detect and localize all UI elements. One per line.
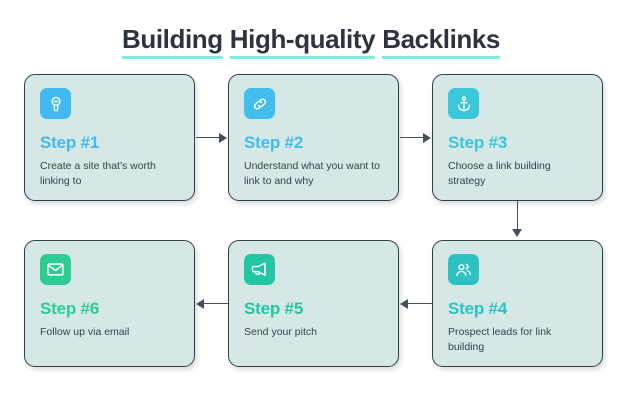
- step-card-4[interactable]: Step #4 Prospect leads for link building: [432, 240, 603, 367]
- title-word-2: High-quality: [229, 24, 376, 59]
- connector-1-to-2: [196, 137, 220, 139]
- connector-2-to-3: [400, 137, 424, 139]
- link-chain-icon: [251, 95, 269, 113]
- step-1-label: Step #1: [40, 133, 100, 152]
- step-card-5[interactable]: Step #5 Send your pitch: [228, 240, 399, 367]
- step-5-description: Send your pitch: [244, 326, 317, 338]
- step-card-6[interactable]: Step #6 Follow up via email: [24, 240, 195, 367]
- users-group-icon: [454, 260, 473, 279]
- step-card-3[interactable]: Step #3 Choose a link building strategy: [432, 74, 603, 201]
- connector-4-to-5-arrowhead: [400, 299, 408, 309]
- step-3-icon-tile: [448, 88, 479, 119]
- connector-5-to-6: [204, 303, 228, 305]
- step-5-icon-tile: [244, 254, 275, 285]
- step-2-icon-tile: [244, 88, 275, 119]
- connector-4-to-5: [408, 303, 432, 305]
- anchor-icon: [455, 95, 473, 113]
- step-4-icon-tile: [448, 254, 479, 285]
- step-2-label: Step #2: [244, 133, 304, 152]
- step-2-description: Understand what you want to link to and …: [244, 160, 380, 187]
- step-card-2[interactable]: Step #2 Understand what you want to link…: [228, 74, 399, 201]
- title-word-1: Building: [121, 24, 223, 59]
- step-6-icon-tile: [40, 254, 71, 285]
- envelope-icon: [46, 260, 65, 279]
- connector-1-to-2-arrowhead: [219, 133, 227, 143]
- title-word-3: Backlinks: [382, 24, 500, 59]
- step-5-label: Step #5: [244, 299, 304, 318]
- step-3-description: Choose a link building strategy: [448, 160, 551, 187]
- step-card-1[interactable]: Step #1 Create a site that's worth linki…: [24, 74, 195, 201]
- step-3-label: Step #3: [448, 133, 508, 152]
- connector-5-to-6-arrowhead: [196, 299, 204, 309]
- step-1-icon-tile: [40, 88, 71, 119]
- connector-3-to-4-arrowhead: [512, 229, 522, 237]
- connector-3-to-4: [517, 201, 519, 232]
- step-6-description: Follow up via email: [40, 326, 130, 338]
- step-4-description: Prospect leads for link building: [448, 326, 552, 353]
- connector-2-to-3-arrowhead: [423, 133, 431, 143]
- step-6-label: Step #6: [40, 299, 100, 318]
- step-4-label: Step #4: [448, 299, 508, 318]
- megaphone-icon: [250, 260, 269, 279]
- step-1-description: Create a site that's worth linking to: [40, 160, 156, 187]
- lightbulb-icon: [47, 95, 65, 113]
